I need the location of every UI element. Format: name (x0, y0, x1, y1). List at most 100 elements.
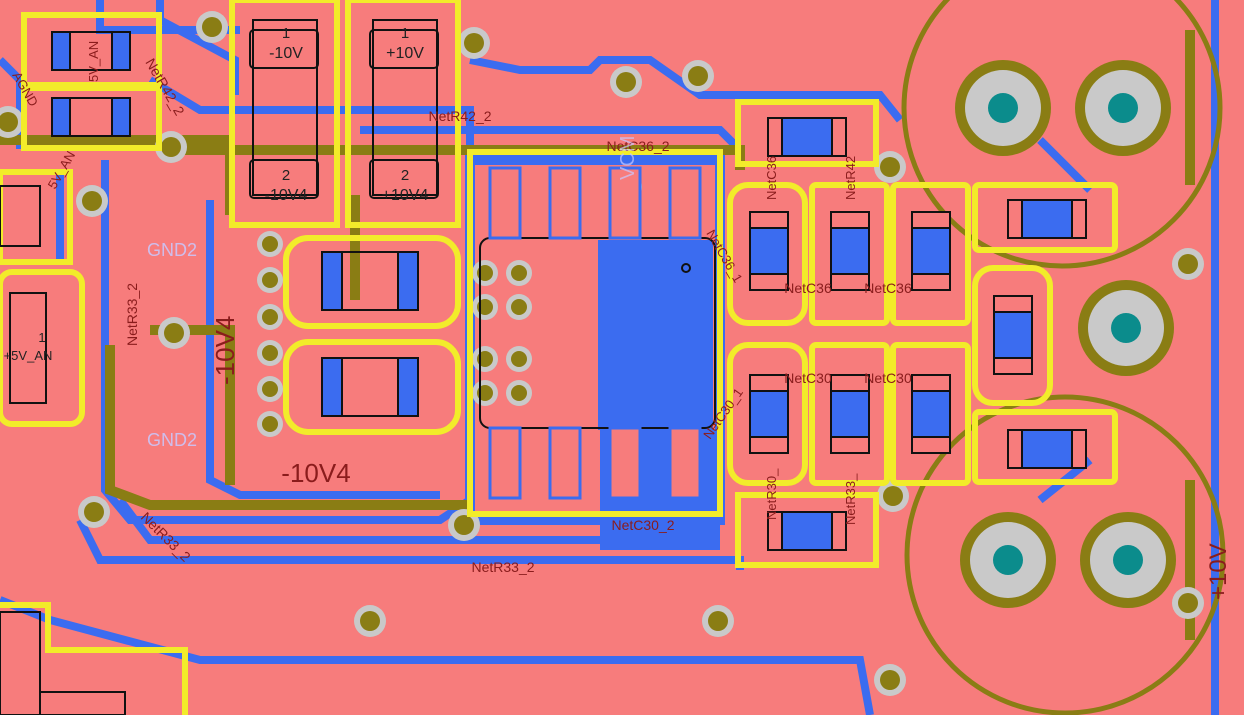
via (610, 66, 642, 98)
cap-pos10v-body (372, 19, 438, 196)
olive-left-loop (105, 345, 470, 510)
trace-mid-horizontal (360, 126, 743, 153)
net-c36-vert: NetC36 (764, 156, 779, 200)
silk-ic (467, 149, 723, 517)
cap-v (749, 374, 789, 454)
via (354, 605, 386, 637)
silk-diode-2 (283, 339, 461, 435)
ic-pin (548, 166, 582, 240)
th-pad-2 (1075, 60, 1171, 156)
c1-value-top: -10V (269, 45, 303, 62)
comp-bottom-left-2 (39, 691, 126, 715)
silk-r-bottom (735, 492, 879, 568)
via (874, 151, 906, 183)
trace-inner-loop (206, 200, 440, 499)
silk-c-right (972, 265, 1053, 406)
ic-pin1-marker (681, 263, 691, 273)
cap-pos10v-pad1 (369, 29, 439, 69)
via (0, 106, 24, 138)
cap-v (830, 374, 870, 454)
res-pad (1007, 199, 1023, 239)
vcm-vert: VCM (617, 136, 639, 180)
th-pads (955, 60, 1176, 608)
net-c36-2: NetC36_2 (606, 138, 669, 154)
gnd-label-2: GND2 (147, 430, 197, 450)
ic-pin (608, 426, 642, 500)
th-pad-5 (1080, 512, 1176, 608)
cap-v (830, 211, 870, 291)
c2-pin2-label: 2 (401, 167, 409, 184)
res-pad (1071, 199, 1087, 239)
silk-r-right-1 (972, 182, 1118, 253)
via (472, 294, 498, 320)
silk-diode-1 (283, 235, 461, 329)
net-r33-2-left: NetR33_2 (124, 283, 140, 346)
ic-pin (548, 426, 582, 500)
silk-r-top-right (735, 99, 879, 167)
via (472, 346, 498, 372)
net-r33-2-bottom: NetR33_2 (471, 559, 534, 575)
via (196, 11, 228, 43)
via (257, 376, 283, 402)
res-pad (111, 97, 131, 137)
stitch-vias (257, 231, 532, 437)
via (506, 380, 532, 406)
res-pad (51, 31, 71, 71)
trace-top-mid (469, 56, 904, 123)
v5-an-pin: 1 (38, 330, 45, 345)
silkscreen (0, 0, 1118, 715)
net-r33-vert: NetR33_ (843, 473, 858, 525)
net-c30-a: NetC30 (784, 370, 832, 386)
v5-an-big: +5V_AN (4, 348, 53, 363)
trace-pad-diag-1 (1037, 137, 1093, 193)
res-pad (767, 117, 783, 157)
silk-c-3 (890, 182, 971, 326)
diode-pad (397, 357, 419, 417)
res-pad (767, 511, 783, 551)
silk-cap-neg10v (229, 0, 340, 228)
diode-pad (397, 251, 419, 311)
ic-pin (488, 426, 522, 500)
comp-bottom-left (0, 611, 41, 715)
silk-bottom-left (0, 602, 188, 715)
silk-cap-pos10v (345, 0, 461, 228)
via (1172, 248, 1204, 280)
ic-pin (488, 166, 522, 240)
diode-pad (321, 251, 343, 311)
via (257, 231, 283, 257)
th-pad-3 (1078, 280, 1174, 376)
ic-body (479, 237, 716, 429)
via (506, 260, 532, 286)
via (257, 340, 283, 366)
via (877, 480, 909, 512)
ic-pin (668, 426, 702, 500)
v5-an-1: 5V_AN (86, 41, 101, 82)
th-pad-4 (960, 512, 1056, 608)
res-pad (831, 511, 847, 551)
cap-v (911, 211, 951, 291)
silk-c-2 (809, 182, 890, 326)
net-c30-2: NetC30_2 (611, 517, 674, 533)
net-c36-b: NetC36 (864, 280, 912, 296)
via (472, 380, 498, 406)
via (158, 317, 190, 349)
res-pad (51, 97, 71, 137)
c2-pin1-label: 1 (401, 25, 409, 42)
gnd-label-1: GND2 (147, 240, 197, 260)
ic-pin (668, 166, 702, 240)
th-pad-1 (955, 60, 1051, 156)
via (76, 185, 108, 217)
comp-left-upper (0, 185, 41, 247)
via (702, 605, 734, 637)
c1-pin2-label: 2 (282, 167, 290, 184)
diode-pad (321, 357, 343, 417)
cap-neg10v-pad1 (249, 29, 319, 69)
cap-neg10v-body (252, 19, 318, 196)
silk-r-left-2 (21, 85, 162, 151)
silk-5v-an (0, 269, 85, 427)
res-pad (831, 117, 847, 157)
net-r30-vert: NetR30_ (764, 468, 779, 520)
cap-pos10v-pad2 (369, 159, 439, 199)
via (257, 304, 283, 330)
